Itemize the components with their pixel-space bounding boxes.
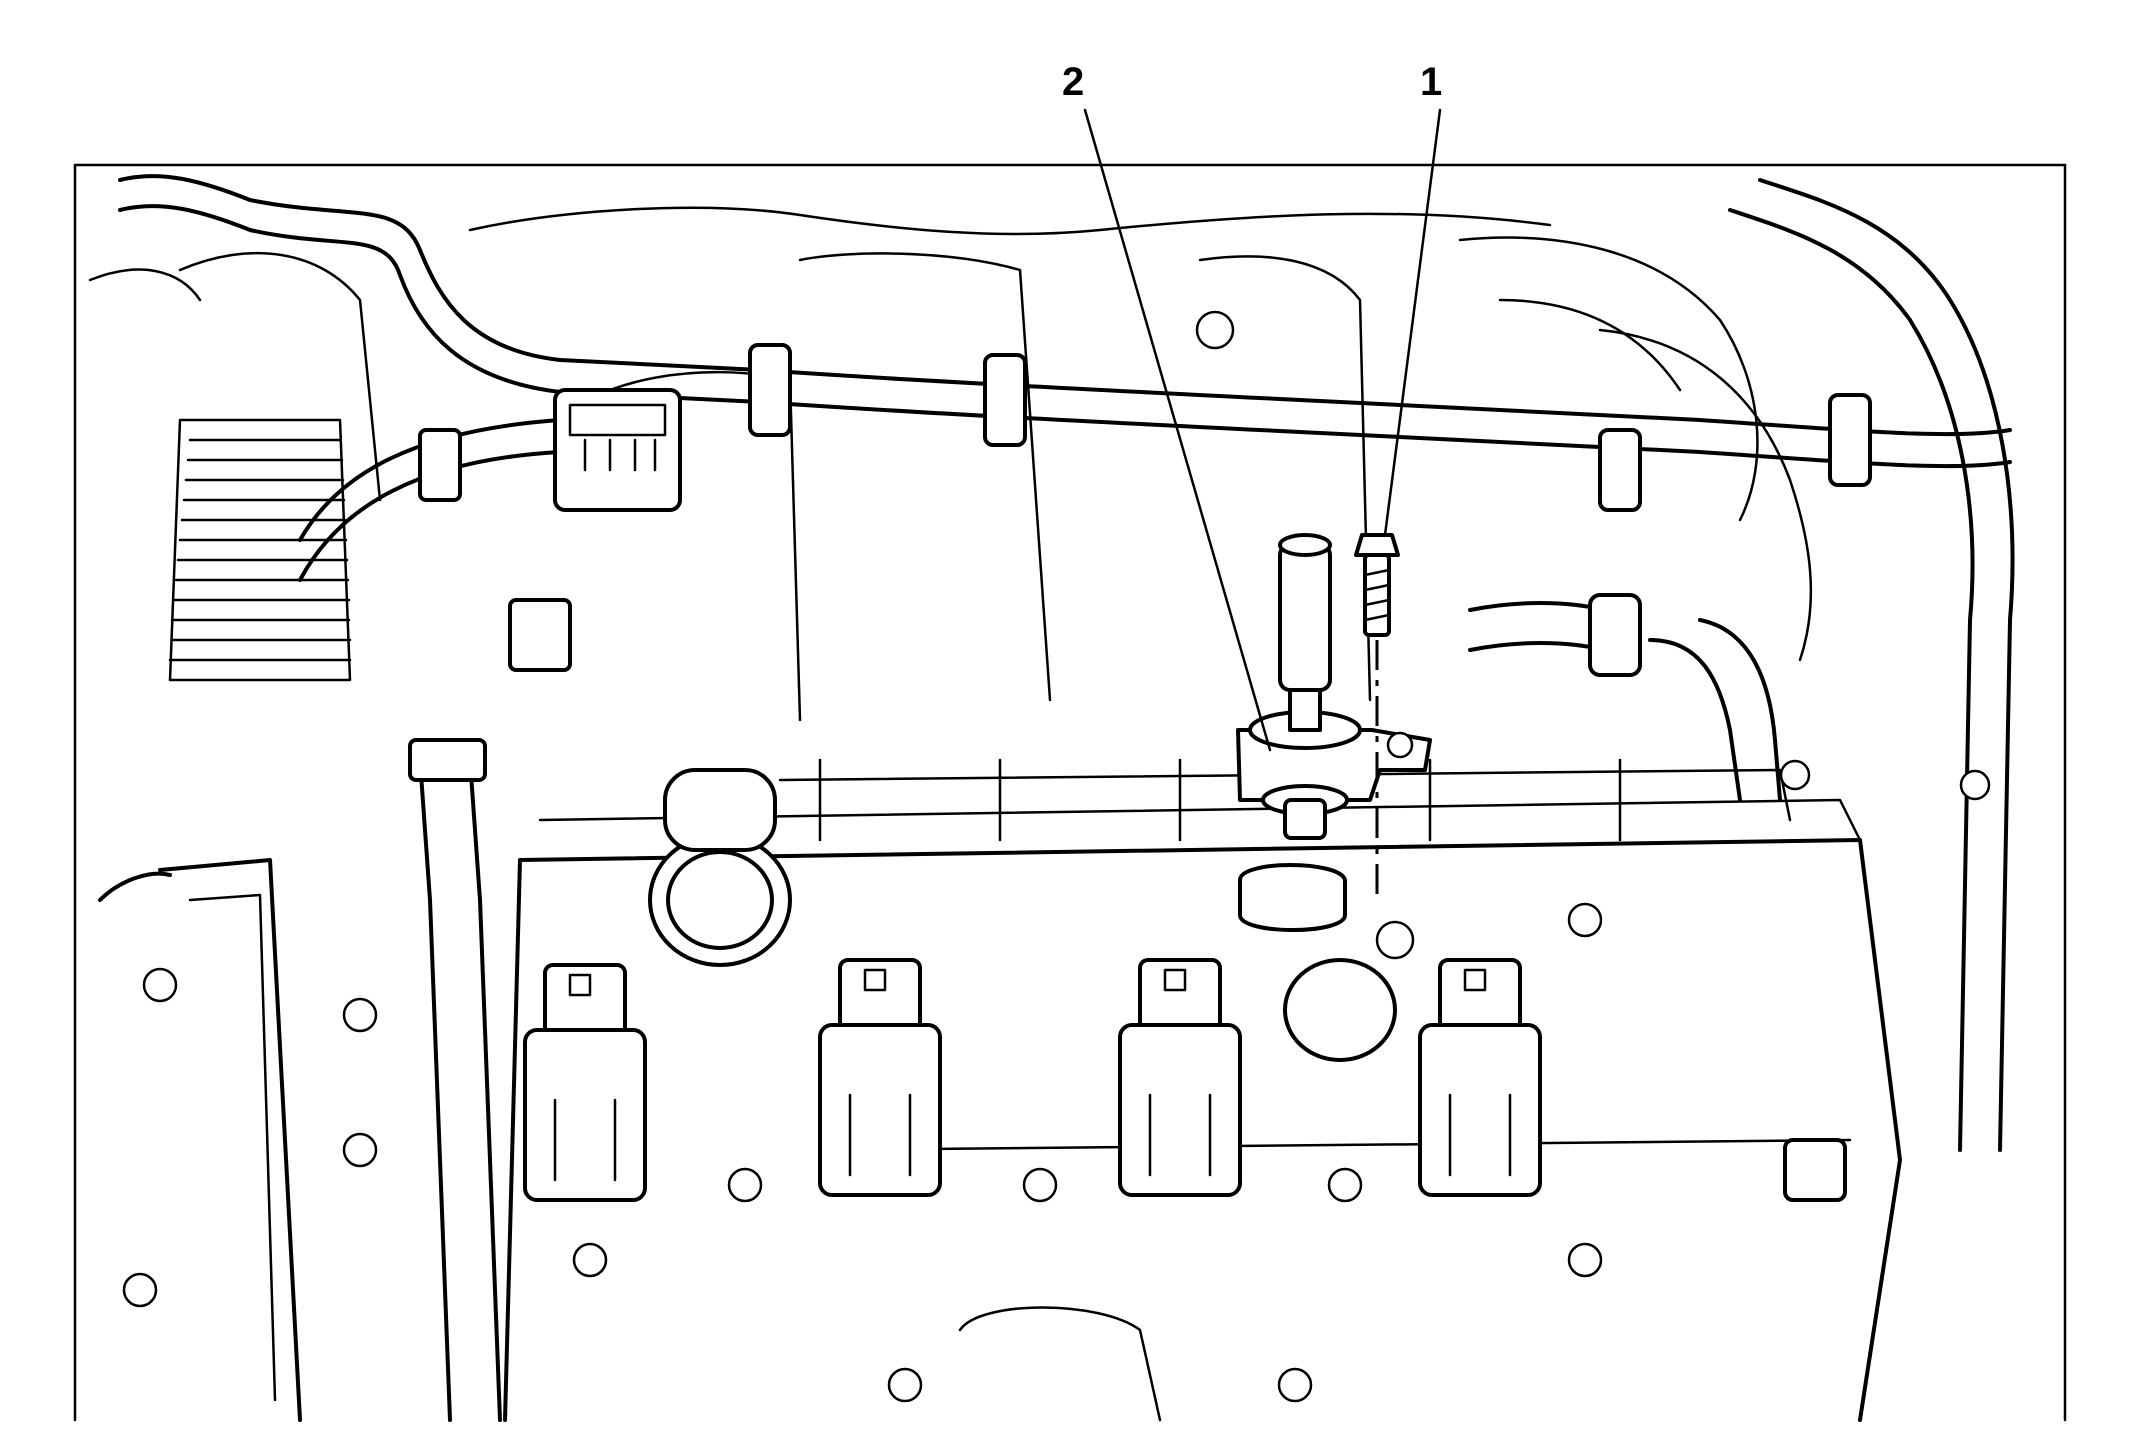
ignition-coil-3 (1118, 958, 1242, 1197)
bellows-boot (168, 418, 352, 682)
valve-cover-port (1238, 863, 1415, 1062)
hose-clip (748, 343, 1872, 512)
callout-leader-2 (1083, 108, 1272, 752)
sensor-bolt (1354, 533, 1400, 637)
valve-cover (503, 758, 1902, 1422)
ignition-coil-1 (523, 963, 647, 1202)
ignition-coil-2 (818, 958, 942, 1197)
electrical-connector (418, 388, 682, 672)
cylinder-head-side (98, 858, 302, 1422)
camshaft-position-sensor (1236, 533, 1432, 840)
callout-label-1: 1 (1420, 60, 1443, 104)
vacuum-pipe (408, 738, 502, 1422)
cover-bolts (122, 310, 1991, 1403)
wiring-harness (118, 174, 2015, 1152)
right-hose-connector (1468, 593, 1847, 1202)
callout-leader-1 (1383, 108, 1442, 537)
callout-label-2: 2 (1062, 60, 1085, 104)
ignition-coil-4 (1418, 958, 1542, 1197)
diagram-frame (73, 163, 2067, 1422)
oil-filler-neck (648, 768, 792, 967)
